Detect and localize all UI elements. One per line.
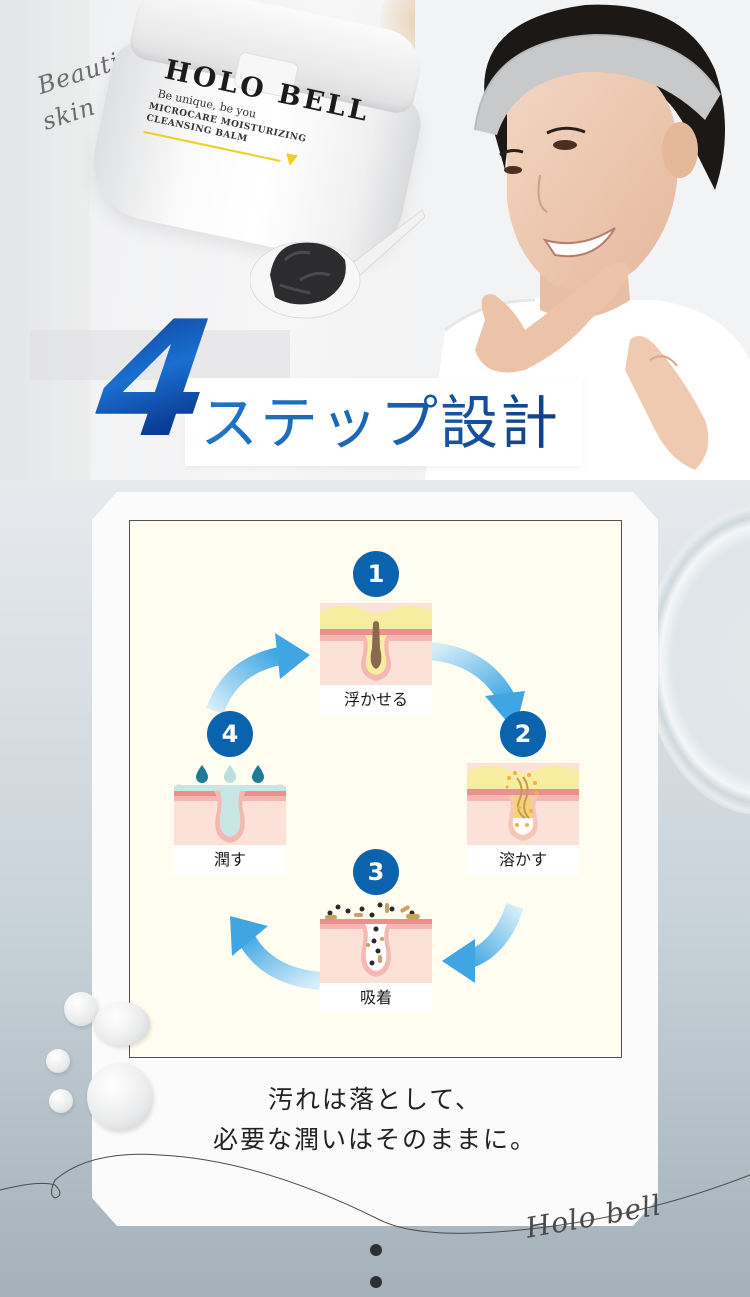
skin-pore-moisturize-icon: [174, 763, 286, 845]
water-droplet: [87, 1063, 153, 1131]
page-title: ステップ設計: [200, 389, 561, 457]
four-step-diagram: 1 浮かせる 2: [129, 520, 622, 1058]
step-label: 吸着: [320, 983, 432, 1013]
caption-line-1: 汚れは落として、: [267, 1085, 482, 1114]
water-droplet: [94, 1002, 150, 1046]
background-plate: [645, 505, 750, 815]
skin-pore-dissolve-icon: [467, 763, 579, 845]
water-droplet: [49, 1089, 73, 1113]
skin-pore-absorb-icon: [320, 901, 432, 983]
pagination-dot: [370, 1276, 382, 1288]
background-wall: [0, 0, 90, 480]
cycle-arrows: [206, 633, 525, 990]
caption-line-2: 必要な潤いはそのままに。: [212, 1125, 537, 1154]
title-band: [185, 378, 583, 466]
arrow-step4-to-step1: [206, 633, 310, 715]
step-number-badge: 2: [500, 711, 546, 757]
arrow-step2-to-step3: [442, 902, 524, 983]
step-label: 潤す: [174, 845, 286, 875]
arrow-step3-to-step4: [230, 916, 322, 990]
pagination-dot: [370, 1244, 382, 1256]
background-shelf: [30, 330, 290, 380]
skin-pore-lift-icon: [320, 603, 432, 685]
step-number-badge: 1: [353, 551, 399, 597]
step-label: 溶かす: [467, 845, 579, 875]
water-droplet: [46, 1049, 70, 1073]
water-droplet: [64, 992, 98, 1026]
step-number-badge: 4: [207, 711, 253, 757]
spoon-with-balm: [250, 209, 425, 319]
hero-section: Beautif skin HOLO BELL Be unique, be you…: [0, 0, 750, 480]
step-number-badge: 3: [353, 849, 399, 895]
decorative-flourish-line: [0, 1153, 750, 1234]
step-label: 浮かせる: [320, 685, 432, 715]
caption: 汚れは落として、 必要な潤いはそのままに。: [92, 1080, 658, 1160]
